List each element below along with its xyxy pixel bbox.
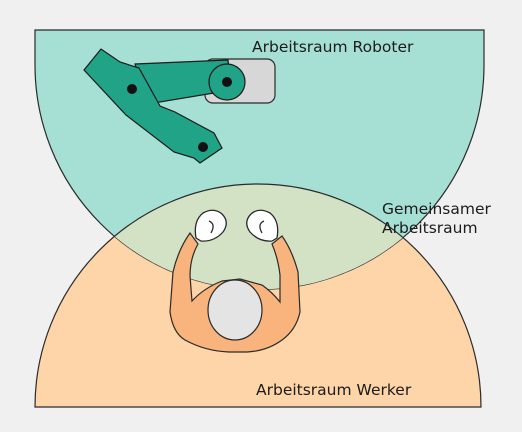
shared-workspace-label-line1: Gemeinsamer bbox=[382, 200, 491, 219]
worker-workspace-label: Arbeitsraum Werker bbox=[256, 381, 411, 400]
robot-workspace-label: Arbeitsraum Roboter bbox=[252, 38, 413, 57]
shared-workspace-label-line2: Arbeitsraum bbox=[382, 219, 491, 238]
robot-joint-dot bbox=[198, 142, 208, 152]
worker-head bbox=[208, 280, 262, 340]
shared-workspace-label: Gemeinsamer Arbeitsraum bbox=[382, 200, 491, 238]
robot-joint-dot bbox=[222, 77, 232, 87]
robot-joint-dot bbox=[127, 84, 137, 94]
